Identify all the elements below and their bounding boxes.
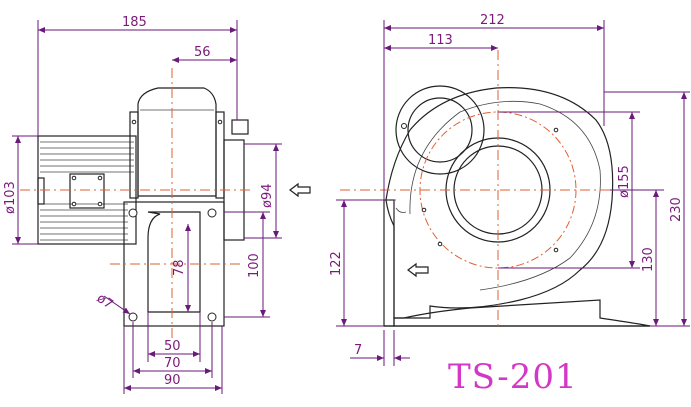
flange-hole <box>207 208 217 218</box>
dim-outlet-height: 122 <box>329 251 344 276</box>
dim-center-height: 130 <box>641 247 656 272</box>
motor-fins <box>40 141 134 241</box>
dim-opening-width: 50 <box>164 339 181 354</box>
scroll-housing <box>385 87 614 319</box>
motor-end-cap <box>37 177 45 205</box>
front-view: 212 113 ø155 130 230 122 7 TS-201 <box>329 13 690 397</box>
flange-hole <box>128 312 138 322</box>
dim-inlet-offset: 113 <box>428 33 453 48</box>
dim-hole-dia: ø7 <box>94 291 116 313</box>
dim-motor-dia: ø103 <box>3 181 18 214</box>
flange-hole <box>128 208 138 218</box>
dim-flange-width: 90 <box>164 373 181 388</box>
blower-housing-side <box>137 87 217 197</box>
dim-inlet-dia: ø155 <box>617 165 632 198</box>
housing-rim-left <box>129 111 139 199</box>
dim-opening-height: 78 <box>172 259 187 276</box>
dim-overall-width: 185 <box>122 15 147 30</box>
motor-flange <box>395 85 485 175</box>
base-foot <box>393 299 651 327</box>
outlet-opening <box>147 211 201 313</box>
terminal-box <box>69 173 105 209</box>
dim-flange-height: 100 <box>247 253 262 278</box>
airflow-arrow-icon <box>289 182 311 198</box>
shaft-stub <box>231 119 249 135</box>
dim-front-overall-width: 212 <box>480 13 505 28</box>
scroll-inner <box>409 100 601 291</box>
dim-shaft-offset: 56 <box>194 45 211 60</box>
model-label: TS-201 <box>448 357 578 397</box>
flange-hole <box>207 312 217 322</box>
dim-hole-spacing: 70 <box>164 356 181 371</box>
flow-arrow-icon <box>407 262 429 278</box>
base-plate <box>383 199 395 327</box>
motor-flange-inner <box>407 97 473 163</box>
side-view: 185 56 ø103 ø94 100 78 ø7 50 7 <box>3 15 311 394</box>
housing-rim-right <box>215 111 225 199</box>
dim-outlet-dia: ø94 <box>260 184 275 209</box>
dim-front-overall-height: 230 <box>669 197 684 222</box>
dim-base-thickness: 7 <box>354 343 362 358</box>
